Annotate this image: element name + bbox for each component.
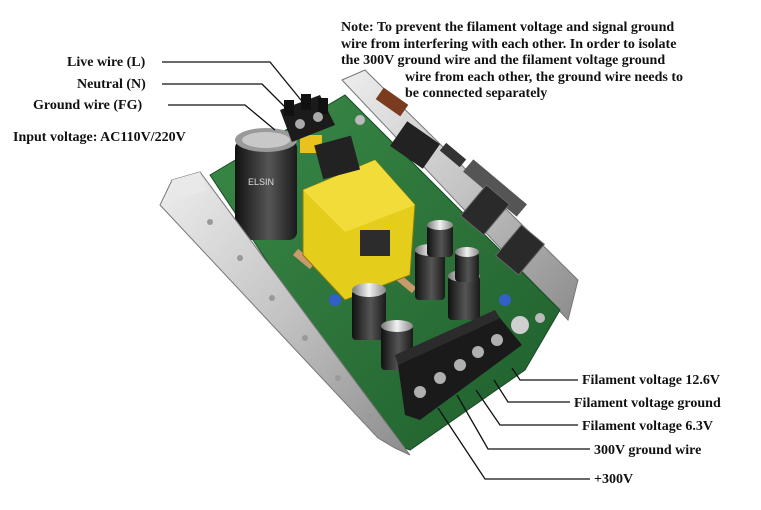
label-plus-300v: +300V <box>594 472 634 487</box>
label-neutral: Neutral (N) <box>77 77 146 92</box>
label-filament-12v6: Filament voltage 12.6V <box>582 373 721 388</box>
bulk-capacitor: ELSIN <box>235 128 297 240</box>
label-filament-ground: Filament voltage ground <box>574 396 721 411</box>
ac-terminal-block <box>280 94 335 142</box>
label-ground-wire: Ground wire (FG) <box>33 98 143 113</box>
note-line: wire from interfering with each other. I… <box>341 36 677 52</box>
leader-lines <box>162 61 590 480</box>
note-line: the 300V ground wire and the filament vo… <box>341 53 666 68</box>
output-terminal-block <box>395 310 522 420</box>
note-line: wire from each other, the ground wire ne… <box>405 69 684 85</box>
label-input-voltage: Input voltage: AC110V/220V <box>13 130 186 145</box>
note-text: Note: To prevent the filament voltage an… <box>341 20 751 103</box>
capacitor-text: ELSIN <box>248 177 274 187</box>
label-filament-6v3: Filament voltage 6.3V <box>582 419 714 434</box>
note-line: Note: To prevent the filament voltage an… <box>341 20 675 35</box>
heatsink-front-wall <box>159 171 411 456</box>
label-live-wire: Live wire (L) <box>67 55 146 70</box>
note-line: be connected separately <box>405 86 548 101</box>
label-300v-ground: 300V ground wire <box>594 443 702 458</box>
transformer <box>302 135 416 301</box>
